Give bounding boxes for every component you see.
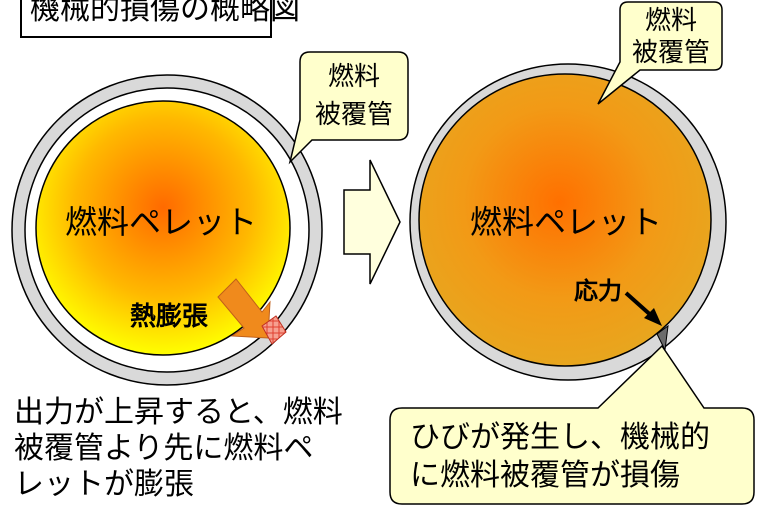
damage-speech-bubble [389,344,755,505]
left-pellet-label: 燃料ペレット [65,203,258,241]
caption-left-line1: 出力が上昇すると、燃料 [14,395,343,430]
left-cladding-callout-bubble [288,51,409,165]
stress-label: 応力 [574,277,622,305]
cladding-deformation-marker-icon [261,315,287,345]
expansion-label: 熱膨張 [130,302,209,332]
left-cladding-callout-line2: 被覆管 [314,100,393,130]
right-cladding-callout-line2: 被覆管 [631,38,710,68]
title-box: 機械的損傷の概略図 [20,0,300,38]
right-pellet-label: 燃料ペレット [470,203,663,241]
right-cladding-callout-bubble [597,1,723,105]
pointer-arrow-icon [624,291,662,326]
right-block-arrow-icon [343,159,401,285]
caption-left-line2: 被覆管より先に燃料ペ [14,431,314,466]
caption-right-line1: ひびが発生し、機械的 [410,420,710,455]
caption-left-line3: レットが膨張 [14,467,194,502]
caption-right-line2: に燃料被覆管が損傷 [410,458,680,493]
right-fuel-pellet [418,73,712,367]
left-cladding-callout-line1: 燃料 [327,62,380,92]
expansion-arrow-icon [217,278,271,339]
page-title: 機械的損傷の概略図 [30,0,300,27]
right-cladding-callout-line1: 燃料 [644,6,697,36]
crack-icon [656,324,669,352]
